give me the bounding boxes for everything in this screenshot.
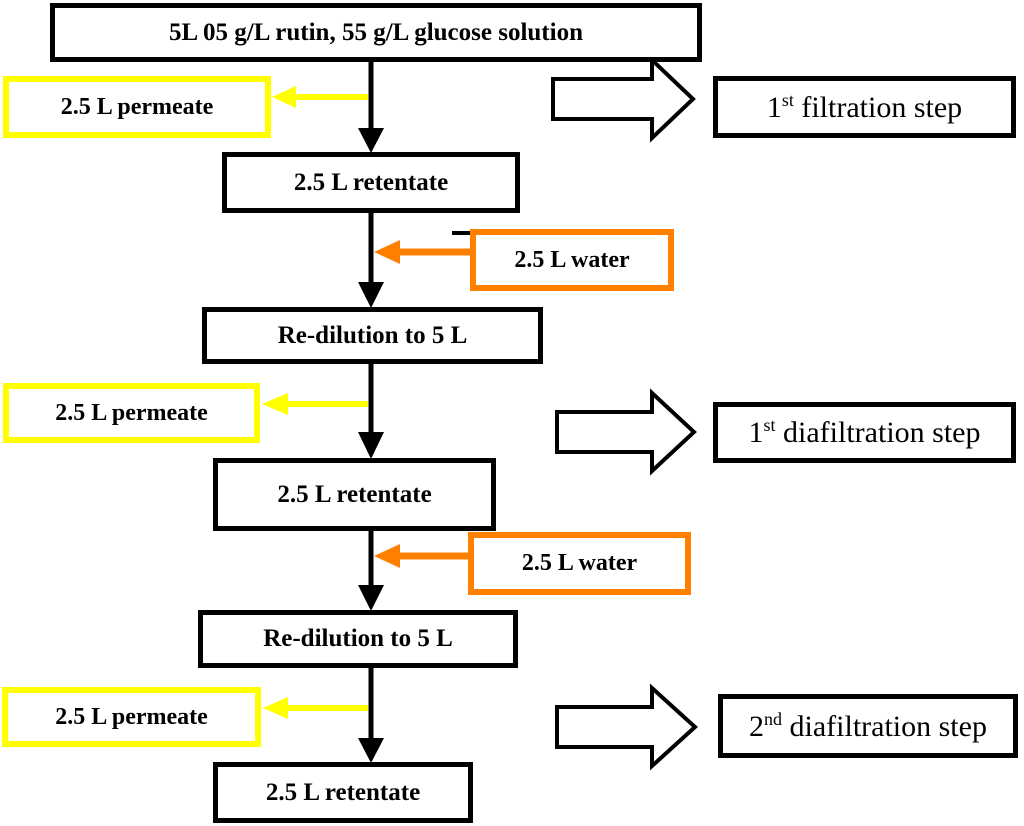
permeate-box-2: 2.5 L permeate <box>3 383 260 443</box>
flow-arrow-1-head <box>358 128 384 153</box>
retentate-box-1: 2.5 L retentate <box>222 152 520 213</box>
step-block-arrow-3 <box>555 683 698 771</box>
permeate-box-3: 2.5 L permeate <box>2 687 261 747</box>
step-label-3: 2nd diafiltration step <box>749 708 987 743</box>
permeate-label-2: 2.5 L permeate <box>55 399 208 426</box>
permeate-box-1: 2.5 L permeate <box>3 76 271 138</box>
source-box: 5L 05 g/L rutin, 55 g/L glucose solution <box>50 3 702 62</box>
source-label: 5L 05 g/L rutin, 55 g/L glucose solution <box>169 18 583 46</box>
water-arrow-2-head <box>374 544 400 568</box>
permeate-arrow-1-head <box>272 86 296 108</box>
water-arrow-1-head <box>374 240 400 264</box>
step-label-1: 1st filtration step <box>766 89 963 124</box>
water-box-1: 2.5 L water <box>470 229 674 291</box>
retentate-box-2: 2.5 L retentate <box>213 458 496 531</box>
step-box-1-filtration: 1st filtration step <box>713 76 1016 138</box>
flow-arrow-5-head <box>358 738 384 763</box>
step-block-arrow-2 <box>555 388 697 476</box>
permeate-arrow-2-head <box>262 393 288 415</box>
step-label-2: 1st diafiltration step <box>748 415 981 449</box>
step-block-arrow-1 <box>551 55 696 143</box>
permeate-label-1: 2.5 L permeate <box>60 93 214 120</box>
water-label-2: 2.5 L water <box>521 550 638 577</box>
redilution-label-1: Re-dilution to 5 L <box>277 321 468 349</box>
water-label-1: 2.5 L water <box>514 246 630 273</box>
step-box-2-diafiltration: 1st diafiltration step <box>713 402 1016 463</box>
flow-arrow-4-head <box>358 585 384 611</box>
retentate-label-3: 2.5 L retentate <box>265 778 421 806</box>
flow-arrow-3-head <box>358 432 384 459</box>
retentate-label-2: 2.5 L retentate <box>277 480 432 508</box>
retentate-label-1: 2.5 L retentate <box>293 168 449 196</box>
flow-arrow-2-head <box>358 282 384 308</box>
permeate-arrow-3-head <box>263 697 288 719</box>
redilution-box-1: Re-dilution to 5 L <box>202 307 543 364</box>
redilution-label-2: Re-dilution to 5 L <box>263 625 453 653</box>
retentate-box-3: 2.5 L retentate <box>213 762 473 823</box>
permeate-label-3: 2.5 L permeate <box>55 703 208 730</box>
water-box-2: 2.5 L water <box>468 532 691 595</box>
redilution-box-2: Re-dilution to 5 L <box>198 610 518 668</box>
step-box-3-diafiltration: 2nd diafiltration step <box>718 694 1018 758</box>
